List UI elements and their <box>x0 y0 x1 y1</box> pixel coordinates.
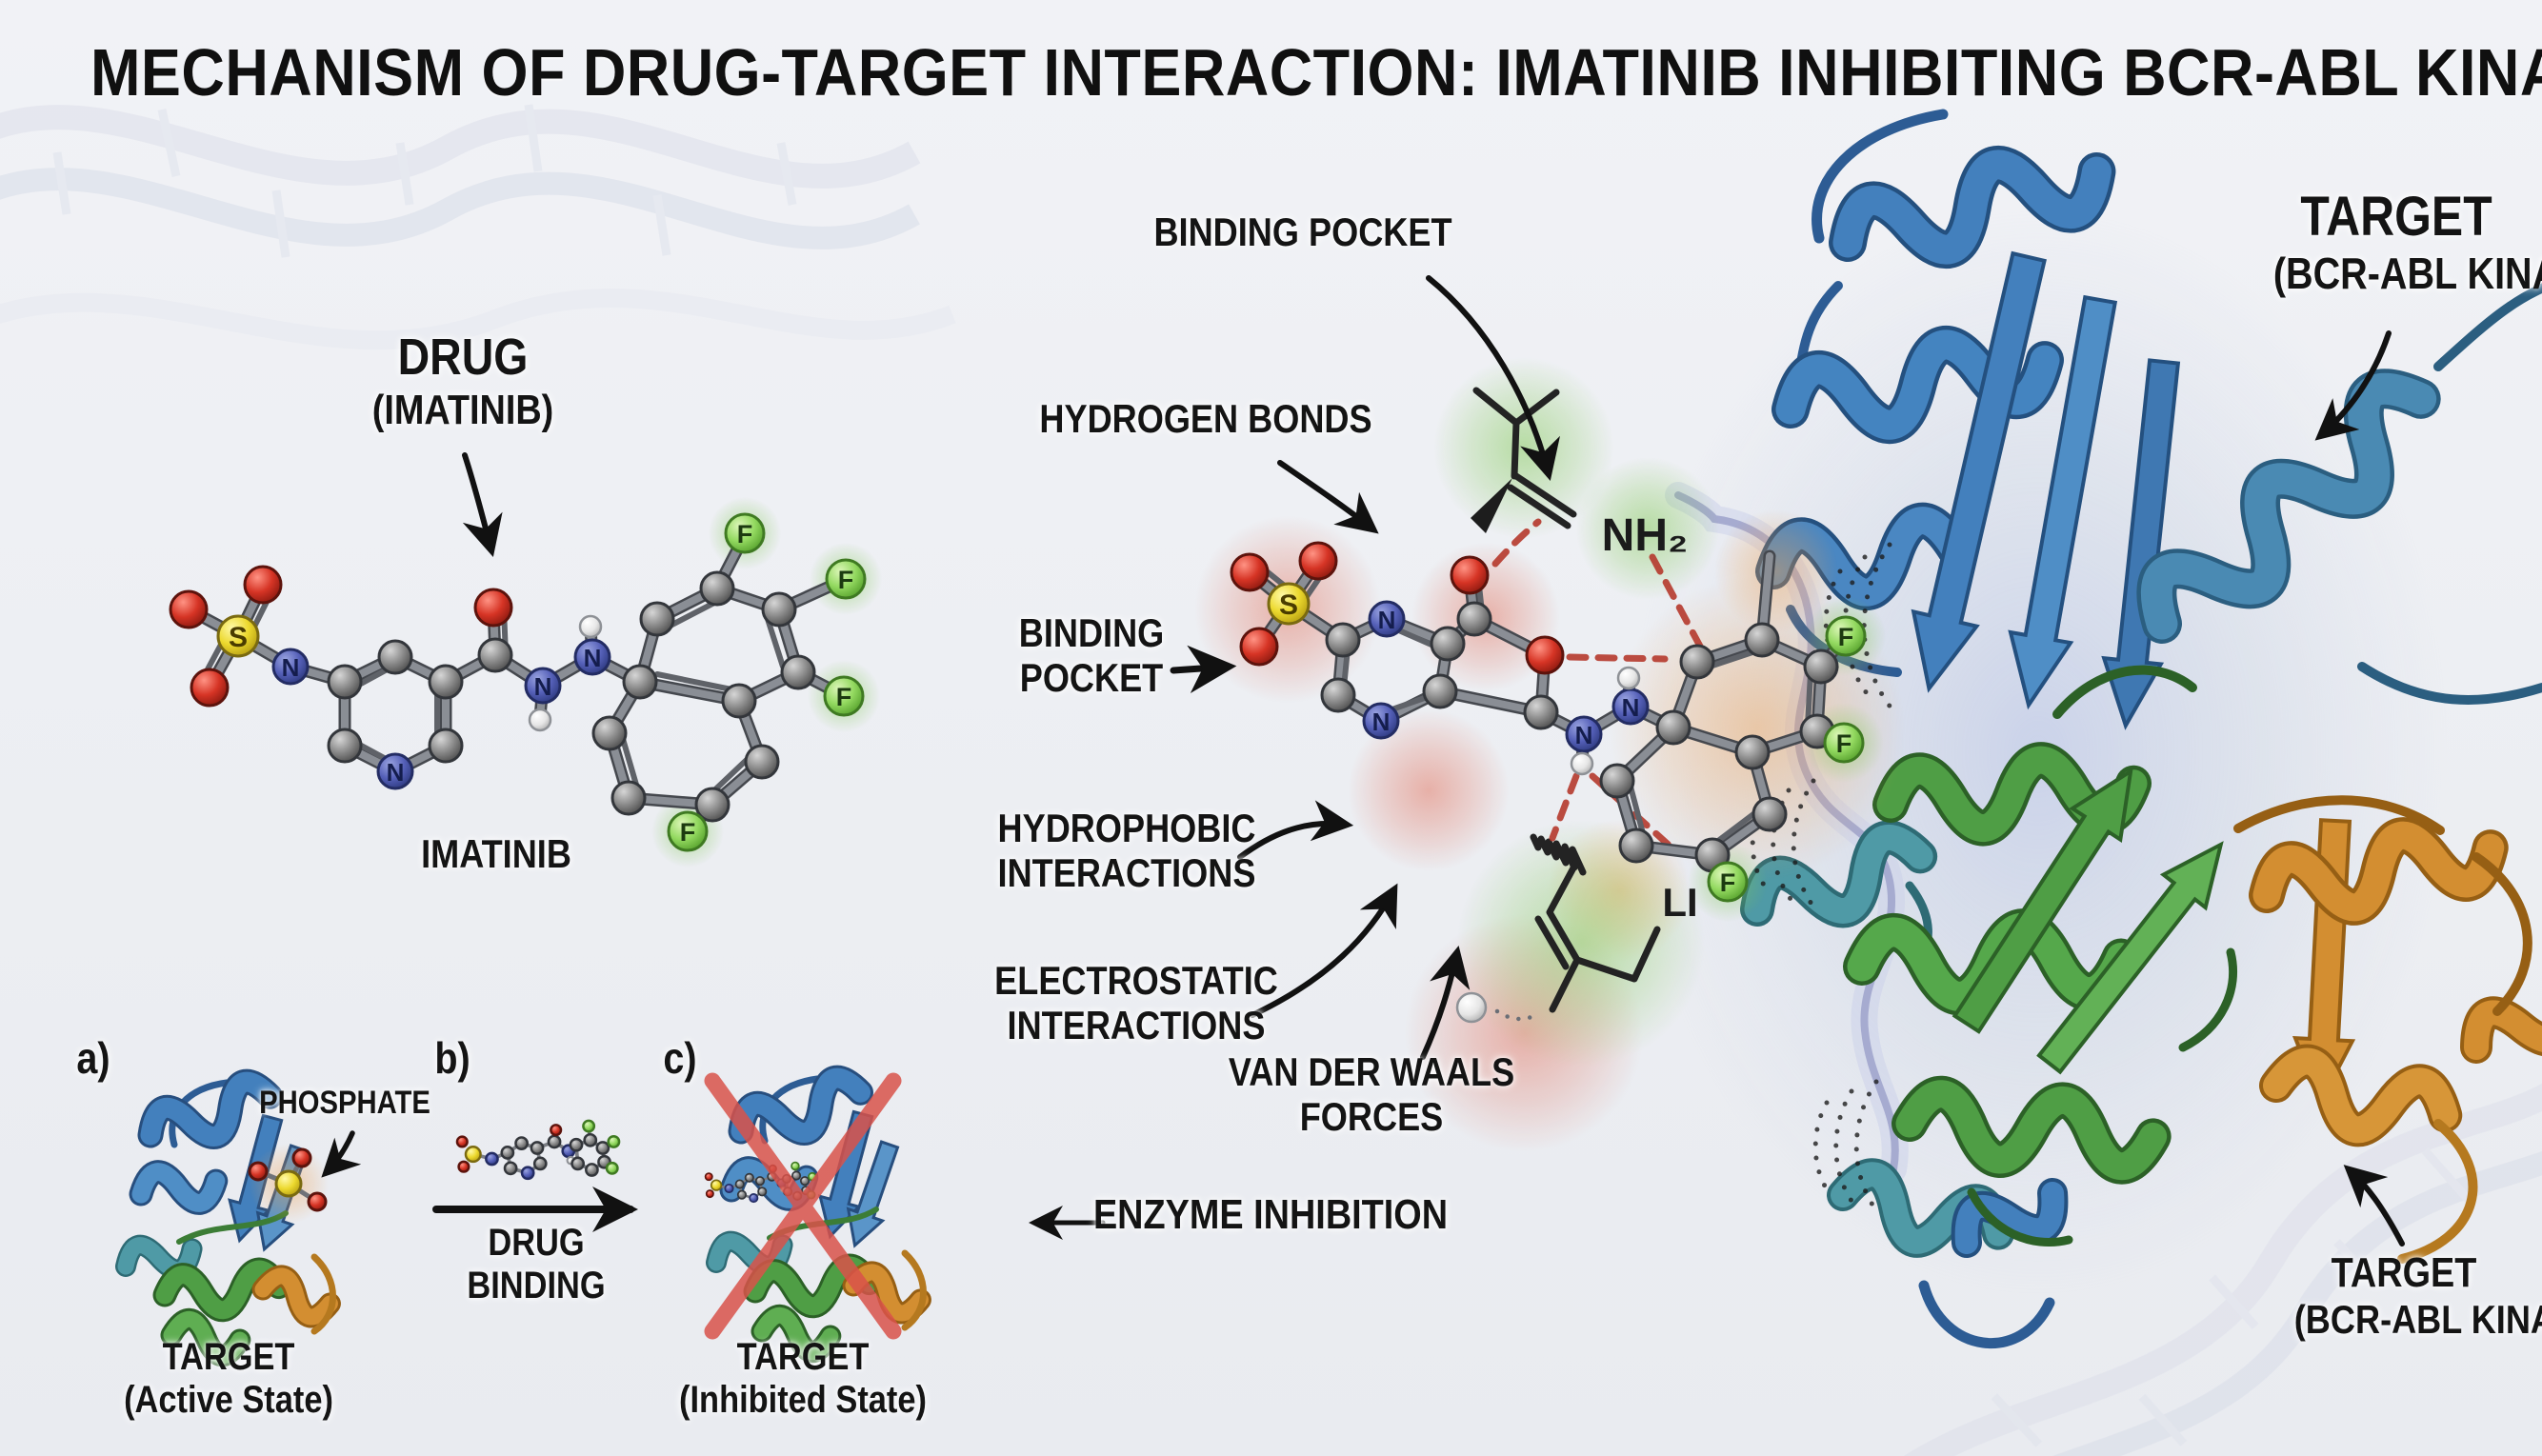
van-der-waals-arrow <box>1420 945 1471 1060</box>
target-bottom-sublabel: (BCR-ABL KINASE) <box>2293 1297 2542 1342</box>
pocket-residue-top <box>1471 387 1577 533</box>
binding-pocket-side-label: BINDING POCKET <box>1018 610 1165 701</box>
electrostatic-label: ELECTROSTATIC INTERACTIONS <box>994 958 1278 1048</box>
nitrogen-label: N <box>534 672 552 701</box>
fluorine-label: F <box>737 520 753 548</box>
figure-title: MECHANISM OF DRUG-TARGET INTERACTION: IM… <box>90 35 2542 110</box>
panel-b-caption-line2: BINDING <box>467 1265 606 1306</box>
nitrogen-label: N <box>1378 606 1396 634</box>
binding-pocket-top-arrow <box>1426 275 1560 481</box>
electrostatic-arrow <box>1250 883 1398 1018</box>
panel-a-caption: TARGET <box>162 1336 295 1378</box>
panel-b-tag: b) <box>434 1033 470 1083</box>
van-der-waals-label: VAN DER WAALS FORCES <box>1228 1049 1515 1140</box>
residue-li-label: LI <box>1662 880 1697 925</box>
target-protein-ribbon <box>1740 109 2542 1349</box>
panel-b-drug-binding <box>432 1118 638 1232</box>
phosphate-arrow <box>321 1130 362 1178</box>
panel-c-caption: TARGET <box>736 1336 870 1378</box>
nitrogen-label: N <box>387 758 405 787</box>
bound-ligand-molecule: S N N N N F F F <box>1230 541 1867 1024</box>
panel-a-state: (Active State) <box>124 1379 333 1421</box>
panel-c-tag: c) <box>663 1033 697 1083</box>
binding-pocket-side-arrow <box>1170 645 1237 694</box>
target-bottom-label: TARGET <box>2331 1249 2477 1296</box>
sulfur-label: S <box>229 622 248 653</box>
nitrogen-label: N <box>282 653 300 682</box>
target-bottom-arrow <box>2343 1165 2405 1247</box>
hydrophobic-label: HYDROPHOBIC INTERACTIONS <box>997 806 1256 896</box>
annotation-arrows <box>462 275 2405 1247</box>
panel-a-active-target <box>121 1076 362 1357</box>
target-top-sublabel: (BCR-ABL KINASE) <box>2272 249 2542 298</box>
sulfur-label: S <box>1279 589 1298 621</box>
panel-a-tag: a) <box>76 1033 110 1083</box>
fluorine-label: F <box>838 566 854 594</box>
nitrogen-label: N <box>584 644 602 672</box>
drug-sublabel: (IMATINIB) <box>371 387 554 433</box>
nitrogen-label: N <box>1575 721 1593 749</box>
panel-c-inhibited-target <box>706 1072 925 1353</box>
drug-label: DRUG <box>397 329 529 386</box>
panel-c-state: (Inhibited State) <box>679 1379 927 1421</box>
imatinib-molecule: S N N N N F F F F <box>169 512 867 852</box>
target-top-arrow <box>2314 330 2392 441</box>
inhibition-x-icon <box>704 1072 902 1340</box>
pocket-residue-bottom <box>1530 833 1661 1013</box>
nitrogen-label: N <box>1372 708 1391 736</box>
hydrogen-bonds-label: HYDROGEN BONDS <box>1039 396 1372 441</box>
imatinib-caption: IMATINIB <box>421 831 571 876</box>
dna-background-texture <box>0 104 2542 1456</box>
binding-pocket-top-label: BINDING POCKET <box>1153 209 1452 254</box>
enzyme-inhibition-label: ENZYME INHIBITION <box>1092 1191 1449 1238</box>
interaction-glows <box>651 357 1905 1152</box>
target-top-label: TARGET <box>2300 186 2492 248</box>
fluorine-label: F <box>836 683 852 711</box>
nitrogen-label: N <box>1622 693 1640 722</box>
drug-arrow <box>462 452 503 557</box>
panel-b-caption-line1: DRUG <box>488 1222 585 1264</box>
nh2-group-label: NH₂ <box>1602 510 1689 561</box>
fluorine-label: F <box>680 818 696 847</box>
hydrogen-bonds-arrow <box>1277 460 1379 534</box>
phosphate-label: PHOSPHATE <box>259 1085 430 1121</box>
fluorine-label: F <box>1838 623 1854 651</box>
fluorine-label: F <box>1720 868 1736 897</box>
fluorine-label: F <box>1836 729 1852 758</box>
hydrophobic-arrow <box>1237 800 1354 860</box>
